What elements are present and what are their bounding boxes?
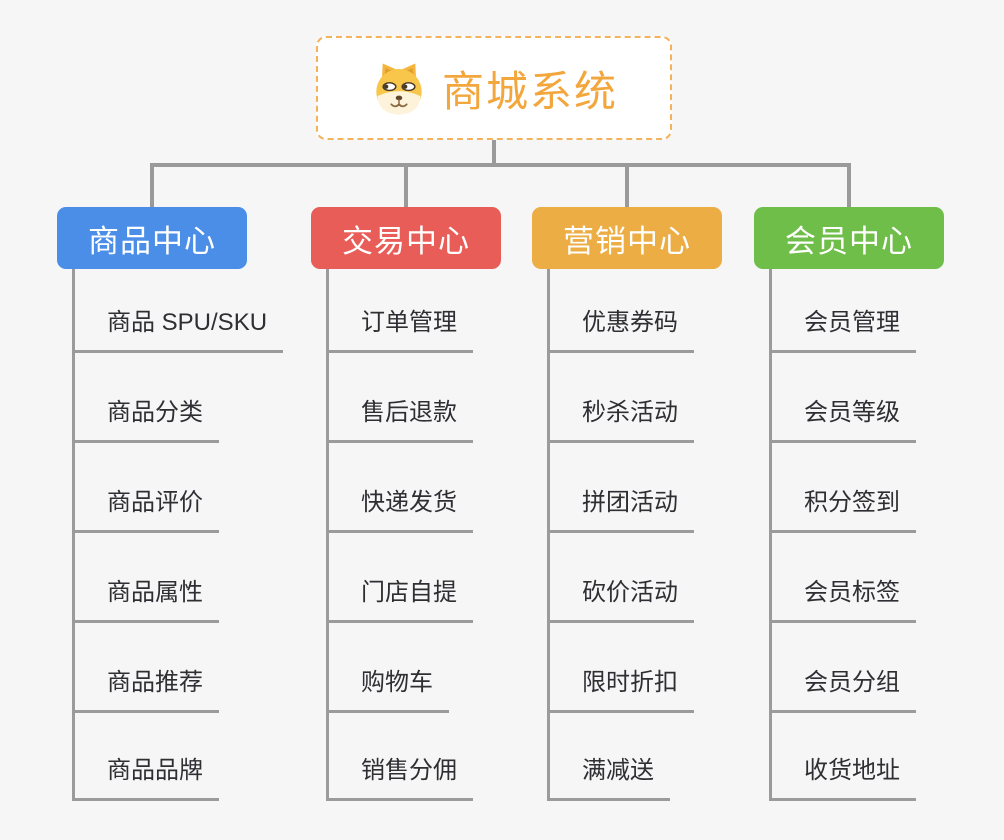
leaf-node[interactable]: 会员分组 — [772, 667, 916, 713]
connector-horizontal-bar — [150, 163, 851, 167]
branch-node-product-center[interactable]: 商品中心 — [57, 207, 247, 269]
connector-drop-trade-center — [404, 163, 408, 209]
leaf-node[interactable]: 会员管理 — [772, 307, 916, 353]
leaf-node[interactable]: 商品属性 — [75, 577, 219, 623]
branch-connector-line-product-center: 商品 SPU/SKU 商品分类 商品评价 商品属性 商品推荐 商品品牌 — [72, 269, 284, 801]
branch-label: 会员中心 — [785, 223, 913, 259]
leaf-node[interactable]: 商品分类 — [75, 397, 219, 443]
connector-drop-product-center — [150, 163, 154, 209]
branch-label: 营销中心 — [563, 223, 691, 259]
leaf-node[interactable]: 优惠券码 — [550, 307, 694, 353]
leaf-node[interactable]: 拼团活动 — [550, 487, 694, 533]
leaf-node[interactable]: 购物车 — [329, 667, 449, 713]
branch-node-marketing-center[interactable]: 营销中心 — [532, 207, 722, 269]
branch-connector-line-marketing-center: 优惠券码 秒杀活动 拼团活动 砍价活动 限时折扣 满减送 — [547, 269, 694, 801]
leaf-node[interactable]: 商品推荐 — [75, 667, 219, 713]
connector-root-stem — [492, 140, 496, 165]
leaf-node[interactable]: 收货地址 — [772, 755, 916, 801]
leaf-node[interactable]: 会员标签 — [772, 577, 916, 623]
dog-icon — [376, 63, 422, 115]
leaf-node[interactable]: 商品评价 — [75, 487, 219, 533]
root-node[interactable]: 商城系统 — [316, 36, 672, 140]
branch-node-trade-center[interactable]: 交易中心 — [311, 207, 501, 269]
leaf-node[interactable]: 砍价活动 — [550, 577, 694, 623]
branch-connector-line-trade-center: 订单管理 售后退款 快递发货 门店自提 购物车 销售分佣 — [326, 269, 473, 801]
branch-label: 交易中心 — [342, 223, 470, 259]
leaf-node[interactable]: 门店自提 — [329, 577, 473, 623]
leaf-node[interactable]: 售后退款 — [329, 397, 473, 443]
branch-node-member-center[interactable]: 会员中心 — [754, 207, 944, 269]
leaf-node[interactable]: 商品 SPU/SKU — [75, 307, 284, 353]
leaf-node[interactable]: 订单管理 — [329, 307, 473, 353]
connector-drop-member-center — [847, 163, 851, 209]
leaf-node[interactable]: 会员等级 — [772, 397, 916, 443]
leaf-node[interactable]: 满减送 — [550, 755, 670, 801]
leaf-node[interactable]: 秒杀活动 — [550, 397, 694, 443]
leaf-node[interactable]: 商品品牌 — [75, 755, 219, 801]
branch-connector-line-member-center: 会员管理 会员等级 积分签到 会员标签 会员分组 收货地址 — [769, 269, 916, 801]
connector-drop-marketing-center — [625, 163, 629, 209]
leaf-node[interactable]: 快递发货 — [329, 487, 473, 533]
branch-label: 商品中心 — [88, 223, 216, 259]
root-title: 商城系统 — [441, 67, 618, 115]
leaf-node[interactable]: 销售分佣 — [329, 755, 473, 801]
leaf-node[interactable]: 积分签到 — [772, 487, 916, 533]
leaf-node[interactable]: 限时折扣 — [550, 667, 694, 713]
